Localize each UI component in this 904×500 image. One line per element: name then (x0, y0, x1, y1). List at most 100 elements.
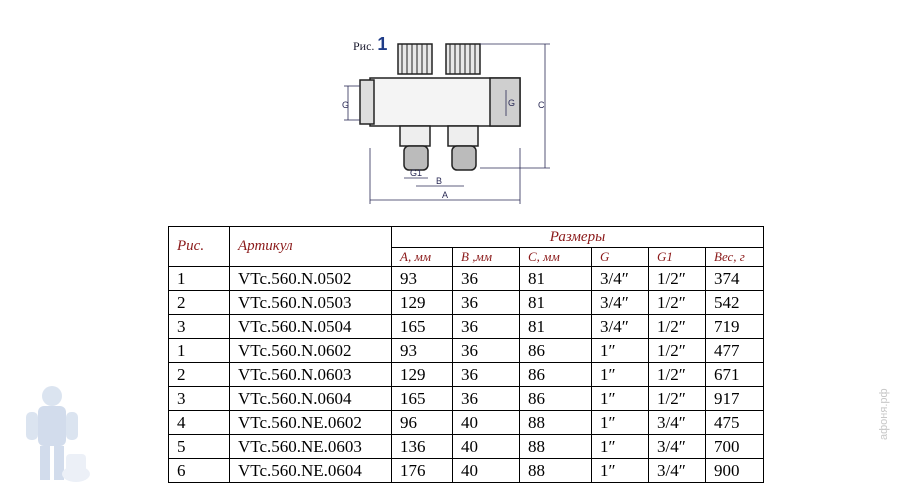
cell-b: 36 (452, 338, 520, 363)
cell-g: 1″ (591, 386, 649, 411)
cell-c: 86 (519, 386, 592, 411)
header-article: Артикул (229, 226, 392, 267)
cell-fig: 5 (168, 434, 230, 459)
cell-a: 129 (391, 290, 453, 315)
cell-weight: 477 (705, 338, 764, 363)
cell-g1: 1/2″ (648, 266, 706, 291)
cell-b: 40 (452, 458, 520, 483)
cell-weight: 671 (705, 362, 764, 387)
cell-fig: 1 (168, 266, 230, 291)
cell-g: 1″ (591, 338, 649, 363)
cell-article: VTc.560.NE.0604 (229, 458, 392, 483)
cell-fig: 3 (168, 314, 230, 339)
cell-weight: 900 (705, 458, 764, 483)
cell-article: VTc.560.N.0504 (229, 314, 392, 339)
cell-a: 136 (391, 434, 453, 459)
site-watermark: афоня.рф (878, 388, 890, 440)
table-row: 2 VTc.560.N.0603 129 36 86 1″ 1/2″ 671 (168, 362, 764, 387)
header-fig: Рис. (168, 226, 230, 267)
dim-label-a: A (442, 190, 448, 200)
table-row: 6 VTc.560.NE.0604 176 40 88 1″ 3/4″ 900 (168, 458, 764, 483)
cell-weight: 475 (705, 410, 764, 435)
figure-label-number: 1 (377, 34, 388, 54)
cell-fig: 1 (168, 338, 230, 363)
cell-weight: 542 (705, 290, 764, 315)
table-row: 5 VTc.560.NE.0603 136 40 88 1″ 3/4″ 700 (168, 434, 764, 459)
table-row: 1 VTc.560.N.0602 93 36 86 1″ 1/2″ 477 (168, 338, 764, 363)
cell-b: 40 (452, 410, 520, 435)
cell-g: 3/4″ (591, 290, 649, 315)
cell-c: 88 (519, 434, 592, 459)
cell-article: VTc.560.N.0604 (229, 386, 392, 411)
cell-g: 1″ (591, 362, 649, 387)
dim-label-g1: G1 (410, 168, 422, 178)
cell-c: 81 (519, 266, 592, 291)
cell-c: 81 (519, 314, 592, 339)
cell-a: 176 (391, 458, 453, 483)
cell-a: 165 (391, 314, 453, 339)
cell-g1: 3/4″ (648, 458, 706, 483)
cell-c: 88 (519, 458, 592, 483)
cell-g1: 1/2″ (648, 338, 706, 363)
table-row: 2 VTc.560.N.0503 129 36 81 3/4″ 1/2″ 542 (168, 290, 764, 315)
plumber-mascot-icon (26, 386, 90, 482)
figure-label-prefix: Рис. (353, 39, 375, 53)
cell-c: 88 (519, 410, 592, 435)
cell-g: 1″ (591, 434, 649, 459)
manifold-drawing: G G C G1 B A (342, 43, 550, 204)
cell-g: 3/4″ (591, 266, 649, 291)
cell-article: VTc.560.N.0503 (229, 290, 392, 315)
cell-weight: 719 (705, 314, 764, 339)
cell-g: 1″ (591, 458, 649, 483)
cell-g1: 3/4″ (648, 410, 706, 435)
cell-fig: 6 (168, 458, 230, 483)
cell-b: 36 (452, 362, 520, 387)
cell-g1: 1/2″ (648, 386, 706, 411)
cell-g1: 1/2″ (648, 362, 706, 387)
cell-b: 36 (452, 386, 520, 411)
cell-weight: 374 (705, 266, 764, 291)
table-row: 3 VTc.560.N.0604 165 36 86 1″ 1/2″ 917 (168, 386, 764, 411)
dim-label-c: C (538, 100, 545, 110)
cell-a: 165 (391, 386, 453, 411)
header-g: G (591, 247, 649, 267)
cell-fig: 2 (168, 290, 230, 315)
cell-weight: 700 (705, 434, 764, 459)
dim-label-b: B (436, 176, 442, 186)
cell-article: VTc.560.NE.0602 (229, 410, 392, 435)
cell-b: 36 (452, 290, 520, 315)
cell-g1: 1/2″ (648, 290, 706, 315)
cell-a: 129 (391, 362, 453, 387)
header-weight: Вес, г (705, 247, 764, 267)
cell-article: VTc.560.N.0502 (229, 266, 392, 291)
outlet-left (399, 125, 431, 171)
cell-b: 36 (452, 266, 520, 291)
cell-c: 81 (519, 290, 592, 315)
dim-label-g-right: G (508, 98, 515, 108)
cell-a: 93 (391, 338, 453, 363)
outlet-right (447, 125, 479, 171)
dim-label-g-left: G (342, 100, 349, 110)
header-sizes: Размеры (391, 226, 764, 248)
cell-g: 3/4″ (591, 314, 649, 339)
cell-c: 86 (519, 362, 592, 387)
cell-g1: 1/2″ (648, 314, 706, 339)
cell-article: VTc.560.N.0603 (229, 362, 392, 387)
table-row: 3 VTc.560.N.0504 165 36 81 3/4″ 1/2″ 719 (168, 314, 764, 339)
cell-fig: 3 (168, 386, 230, 411)
table-row: 4 VTc.560.NE.0602 96 40 88 1″ 3/4″ 475 (168, 410, 764, 435)
figure-label: Рис. 1 (353, 34, 387, 55)
cell-a: 96 (391, 410, 453, 435)
cell-article: VTc.560.N.0602 (229, 338, 392, 363)
cell-b: 40 (452, 434, 520, 459)
cell-c: 86 (519, 338, 592, 363)
cell-fig: 2 (168, 362, 230, 387)
valve-cap-right (445, 43, 481, 75)
cell-b: 36 (452, 314, 520, 339)
spec-table: Рис. Артикул Размеры A, мм B ,мм C, мм G… (168, 226, 764, 483)
cell-weight: 917 (705, 386, 764, 411)
cell-fig: 4 (168, 410, 230, 435)
cell-g: 1″ (591, 410, 649, 435)
cell-a: 93 (391, 266, 453, 291)
cell-g1: 3/4″ (648, 434, 706, 459)
